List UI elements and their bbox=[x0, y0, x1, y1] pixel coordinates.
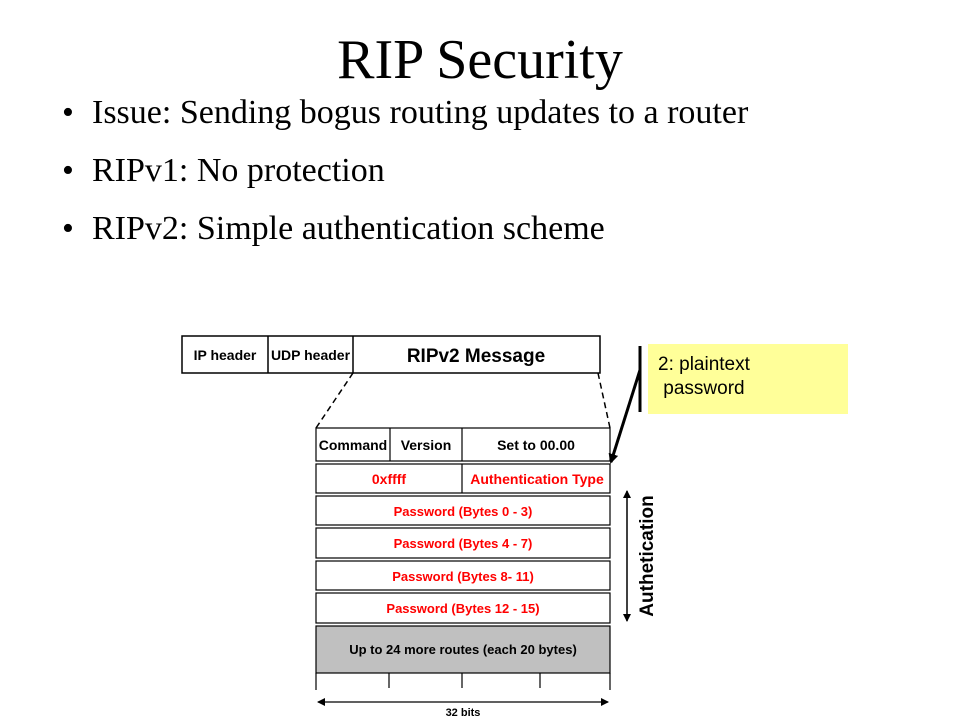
bullet-item: • Issue: Sending bogus routing updates t… bbox=[62, 92, 862, 134]
password-row: Password (Bytes 12 - 15) bbox=[386, 601, 539, 616]
password-row: Password (Bytes 0 - 3) bbox=[394, 504, 533, 519]
bullet-dot-icon: • bbox=[62, 210, 74, 247]
password-row: Password (Bytes 8- 11) bbox=[392, 569, 534, 584]
afi-ffff-field: 0xffff bbox=[372, 471, 407, 487]
bullet-list: • Issue: Sending bogus routing updates t… bbox=[62, 92, 862, 266]
width-indicator: 32 bits bbox=[317, 698, 609, 719]
bullet-text: Issue: Sending bogus routing updates to … bbox=[92, 94, 749, 131]
callout-arrow bbox=[608, 369, 642, 464]
packet-header-row: IP header UDP header RIPv2 Message bbox=[181, 335, 601, 374]
callout-line: 2: plaintext bbox=[658, 354, 750, 375]
authentication-type-field: Authentication Type bbox=[470, 471, 604, 487]
set-to-field: Set to 00.00 bbox=[497, 437, 575, 453]
ip-header-label: IP header bbox=[194, 347, 257, 363]
bullet-text: RIPv1: No protection bbox=[92, 152, 385, 189]
bullet-item: • RIPv2: Simple authentication scheme bbox=[62, 208, 862, 250]
bullet-item: • RIPv1: No protection bbox=[62, 150, 862, 192]
more-routes-row: Up to 24 more routes (each 20 bytes) bbox=[349, 642, 577, 657]
udp-header-label: UDP header bbox=[271, 347, 351, 363]
bullet-dot-icon: • bbox=[62, 152, 74, 189]
width-label: 32 bits bbox=[446, 707, 481, 719]
expand-line-left bbox=[315, 372, 354, 429]
expand-line-right bbox=[597, 372, 611, 429]
command-field: Command bbox=[319, 437, 387, 453]
ripv2-message-label: RIPv2 Message bbox=[407, 346, 545, 367]
authentication-bracket: Authetication bbox=[623, 490, 658, 622]
version-field: Version bbox=[401, 437, 452, 453]
callout-line: password bbox=[658, 378, 745, 399]
bullet-dot-icon: • bbox=[62, 94, 74, 131]
ripv2-message-format: Command Version Set to 00.00 0xffff Auth… bbox=[315, 427, 611, 690]
authentication-side-label: Authetication bbox=[637, 495, 658, 616]
password-row: Password (Bytes 4 - 7) bbox=[394, 536, 533, 551]
plaintext-password-callout: 2: plaintext password bbox=[648, 344, 848, 414]
bullet-text: RIPv2: Simple authentication scheme bbox=[92, 210, 605, 247]
slide-title: RIP Security bbox=[337, 29, 623, 91]
